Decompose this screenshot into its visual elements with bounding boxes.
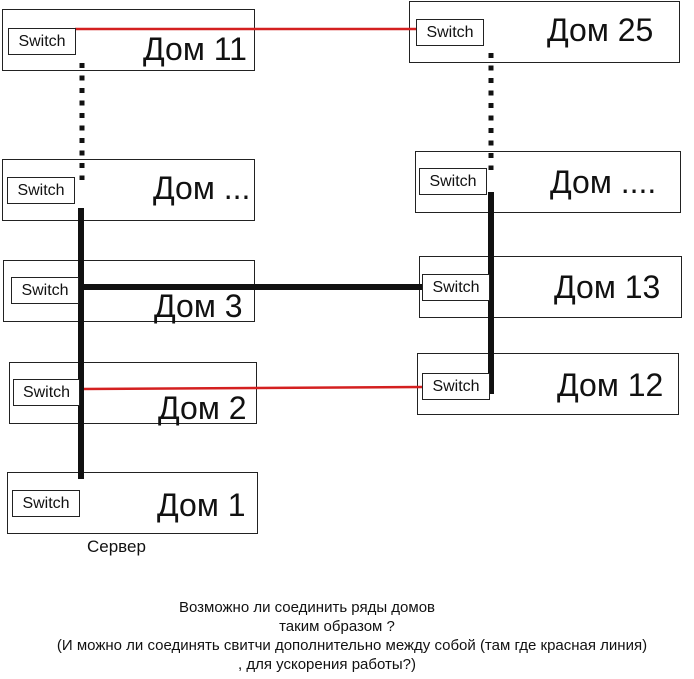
house-12-label: Дом 12 [557, 367, 664, 403]
server-label: Сервер [87, 537, 146, 556]
switch-house-3: Switch [11, 277, 79, 304]
switch-house-dots-left: Switch [7, 177, 75, 204]
switch-house-dots-right: Switch [419, 168, 487, 195]
house-dots-right-label: Дом .... [550, 164, 657, 200]
house-12 [417, 353, 679, 415]
question-line-4: , для ускорения работы?) [238, 656, 416, 673]
switch-house-11: Switch [8, 28, 76, 55]
question-text: Возможно ли соединить ряды домов таким о… [0, 598, 694, 674]
question-line-3: (И можно ли соединять свитчи дополнитель… [56, 637, 648, 654]
switch-house-1: Switch [12, 490, 80, 517]
house-3-label: Дом 3 [154, 288, 243, 324]
switch-house-25: Switch [416, 19, 484, 46]
house-2-label: Дом 2 [158, 390, 247, 426]
house-25 [409, 1, 680, 63]
question-line-1: Возможно ли соединить ряды домов [178, 599, 436, 616]
house-11-label: Дом 11 [143, 31, 247, 67]
house-dots-left-label: Дом ... [153, 170, 251, 206]
house-25-label: Дом 25 [547, 12, 654, 48]
house-1-label: Дом 1 [157, 487, 246, 523]
switch-house-13: Switch [422, 274, 490, 301]
house-13-label: Дом 13 [554, 269, 661, 305]
switch-house-2: Switch [13, 379, 80, 406]
question-line-2: таким образом ? [279, 618, 395, 635]
switch-house-12: Switch [422, 373, 490, 400]
